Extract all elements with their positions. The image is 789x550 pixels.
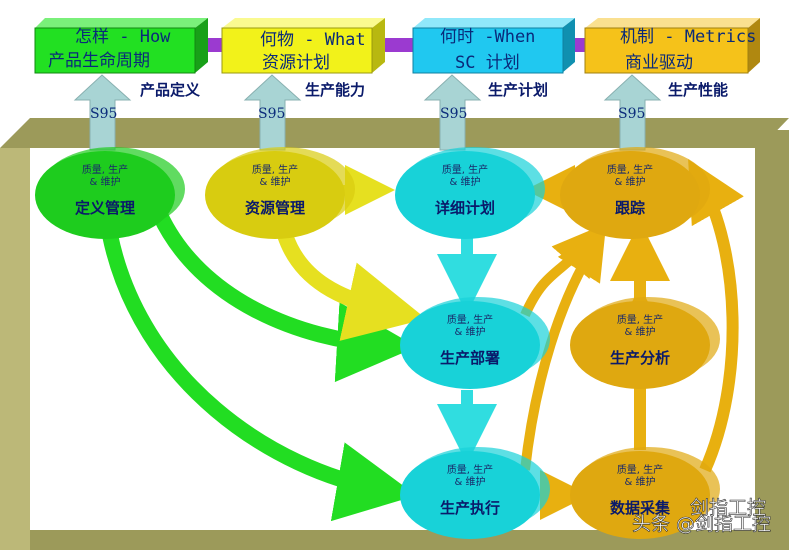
box-subtitle: SC 计划 — [455, 53, 520, 73]
side-label: 产品定义 — [140, 81, 200, 99]
box-title: 何时 -When — [440, 27, 535, 47]
node-ellipse — [400, 451, 540, 539]
node-subtitle: 质量, 生产 — [617, 463, 663, 476]
node-subtitle: & 维护 — [260, 175, 291, 188]
box-title: 机制 - Metrics — [620, 27, 756, 47]
node-subtitle: & 维护 — [625, 325, 656, 338]
box-how: 怎样 - How 产品生命周期 — [34, 18, 208, 74]
s95-label: S95 — [90, 106, 117, 122]
node-name: 定义管理 — [75, 199, 135, 217]
box-when: 何时 -When SC 计划 — [412, 18, 575, 74]
box-what: 何物 - What 资源计划 — [221, 18, 385, 74]
s95-label: S95 — [440, 106, 467, 122]
node-ellipse — [400, 301, 540, 389]
node-name: 跟踪 — [615, 199, 645, 217]
box-title: 何物 - What — [260, 30, 366, 50]
node-subtitle: 质量, 生产 — [82, 163, 128, 176]
node-subtitle: 质量, 生产 — [447, 463, 493, 476]
node-subtitle: & 维护 — [455, 475, 486, 488]
side-label: 生产计划 — [488, 81, 548, 99]
box-subtitle: 产品生命周期 — [48, 51, 150, 71]
node-name: 数据采集 — [610, 499, 671, 517]
box-subtitle: 资源计划 — [262, 53, 330, 73]
s95-label: S95 — [618, 106, 645, 122]
node-subtitle: 质量, 生产 — [617, 313, 663, 326]
node-ellipse — [570, 301, 710, 389]
node-subtitle: & 维护 — [90, 175, 121, 188]
box-title: 怎样 - How — [75, 27, 171, 47]
node-name: 资源管理 — [245, 199, 305, 217]
box-metrics: 机制 - Metrics 商业驱动 — [584, 18, 760, 74]
node-name: 详细计划 — [435, 199, 495, 217]
node-ellipse — [205, 151, 345, 239]
node-ellipse — [560, 151, 700, 239]
watermark: 头条 @剑指工控 — [632, 513, 771, 535]
box-subtitle: 商业驱动 — [625, 53, 693, 73]
node-name: 生产执行 — [440, 499, 500, 517]
node-name: 生产分析 — [610, 349, 670, 367]
node-ellipse — [570, 451, 710, 539]
s95-arrows — [73, 74, 662, 151]
node-subtitle: 质量, 生产 — [252, 163, 298, 176]
watermark-secondary: 剑指工控 — [690, 497, 766, 519]
node-subtitle: 质量, 生产 — [607, 163, 653, 176]
node-subtitle: & 维护 — [455, 325, 486, 338]
node-subtitle: & 维护 — [615, 175, 646, 188]
node-subtitle: 质量, 生产 — [442, 163, 488, 176]
node-subtitle: 质量, 生产 — [447, 313, 493, 326]
node-subtitle: & 维护 — [450, 175, 481, 188]
node-ellipse — [35, 151, 175, 239]
side-label: 生产性能 — [668, 81, 728, 99]
side-label: 生产能力 — [305, 81, 365, 99]
node-subtitle: & 维护 — [625, 475, 656, 488]
node-ellipse — [395, 151, 535, 239]
s95-label: S95 — [258, 106, 285, 122]
node-name: 生产部署 — [440, 349, 500, 367]
